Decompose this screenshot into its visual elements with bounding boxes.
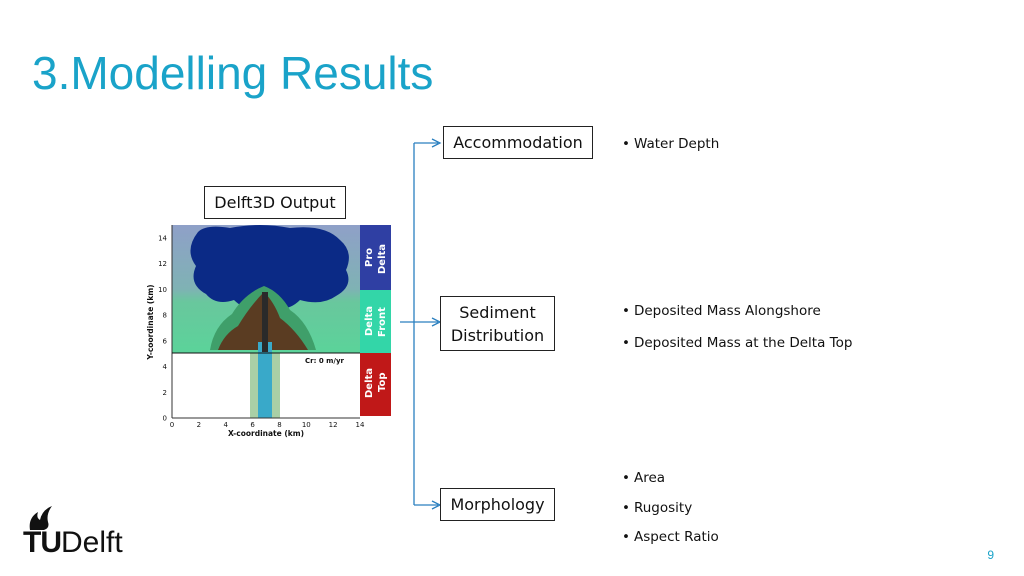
bullet-area: Area — [622, 470, 665, 486]
x-tick-label: 0 — [170, 421, 174, 429]
x-tick-label: 10 — [302, 421, 311, 429]
morphology-label: Morphology — [450, 495, 545, 514]
sediment-distribution-box: Sediment Distribution — [440, 296, 555, 351]
x-tick-label: 14 — [356, 421, 365, 429]
accommodation-label: Accommodation — [453, 133, 583, 152]
y-axis-label: Y-coordinate (km) — [146, 284, 155, 360]
x-tick-label: 4 — [223, 421, 228, 429]
zone-delta-front-line2: Front — [377, 307, 388, 337]
y-tick-label: 0 — [163, 415, 167, 423]
y-tick-label: 14 — [158, 234, 167, 242]
zone-delta-front — [360, 290, 391, 353]
sediment-label-line1: Sediment — [459, 303, 536, 322]
morphology-box: Morphology — [440, 488, 555, 521]
bullet-water-depth: Water Depth — [622, 136, 719, 152]
delft3d-output-label: Delft3D Output — [214, 193, 336, 212]
x-tick-label: 8 — [277, 421, 281, 429]
x-tick-label: 2 — [197, 421, 201, 429]
delft3d-output-box: Delft3D Output — [204, 186, 346, 219]
zone-pro-delta-line1: Pro — [364, 248, 375, 267]
y-tick-label: 10 — [158, 286, 167, 294]
y-tick-label: 4 — [163, 363, 168, 371]
zone-delta-top-line2: Top — [377, 372, 388, 392]
zone-delta-top — [360, 353, 391, 416]
cr-annotation: Cr: 0 m/yr — [305, 357, 345, 365]
zone-delta-top-line1: Delta — [364, 368, 375, 398]
slide-title: 3.Modelling Results — [32, 47, 434, 99]
x-tick-label: 12 — [329, 421, 338, 429]
tu-delft-logo: TUDelft — [23, 526, 123, 560]
y-tick-label: 8 — [163, 312, 167, 320]
y-tick-label: 12 — [158, 260, 167, 268]
zone-pro-delta — [360, 225, 391, 290]
pro-delta-plume — [190, 225, 349, 309]
y-tick-label: 6 — [163, 337, 168, 345]
x-axis-label: X-coordinate (km) — [228, 429, 304, 438]
page-number: 9 — [987, 548, 994, 562]
bullet-rugosity: Rugosity — [622, 500, 692, 516]
x-tick-label: 6 — [250, 421, 255, 429]
tu-delft-flame-icon — [29, 506, 52, 530]
branch-connectors — [400, 138, 442, 510]
zone-delta-front-line1: Delta — [364, 306, 375, 336]
zone-pro-delta-line2: Delta — [377, 244, 388, 274]
delft3d-output-figure: Pro Delta Delta Front Delta Top Cr: 0 m/… — [146, 225, 391, 438]
sediment-label-line2: Distribution — [450, 326, 545, 345]
bullet-deposited-mass-alongshore: Deposited Mass Alongshore — [622, 303, 821, 319]
river-channel — [250, 292, 280, 418]
bullet-aspect-ratio: Aspect Ratio — [622, 529, 719, 545]
logo-tu: TU — [23, 526, 62, 559]
delta-map — [172, 225, 360, 353]
y-tick-label: 2 — [163, 389, 167, 397]
logo-delft: Delft — [61, 526, 123, 559]
accommodation-box: Accommodation — [443, 126, 593, 159]
bullet-deposited-mass-delta-top: Deposited Mass at the Delta Top — [622, 335, 852, 351]
